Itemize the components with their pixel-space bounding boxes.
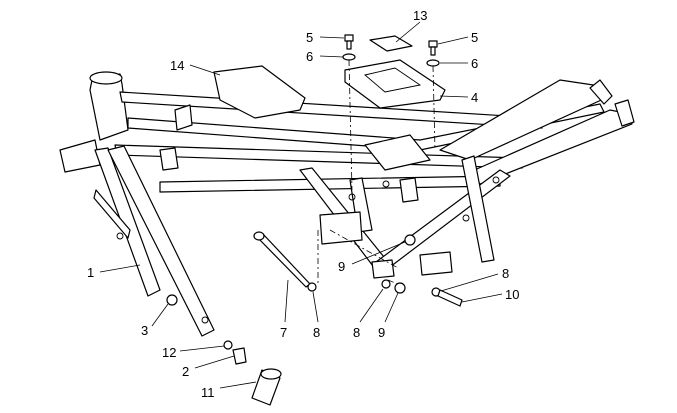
callout-9-low: 9 [378, 325, 385, 340]
callout-3: 3 [141, 323, 148, 338]
callout-14: 14 [170, 58, 184, 73]
callout-10: 10 [505, 287, 519, 302]
part-10-bolt [437, 289, 463, 307]
part-2-bolt [232, 347, 247, 365]
callout-9-mid: 9 [338, 259, 345, 274]
callout-7: 7 [280, 325, 287, 340]
callout-8-right: 8 [502, 266, 509, 281]
callout-6-left: 6 [306, 49, 313, 64]
callout-8-b: 8 [353, 325, 360, 340]
part-4-bracket [344, 59, 446, 109]
callout-4: 4 [471, 90, 478, 105]
callout-5-right: 5 [471, 30, 478, 45]
part-14-cover [213, 65, 306, 119]
part-7-bolt [255, 233, 311, 288]
callout-11: 11 [201, 385, 215, 400]
callout-2: 2 [182, 364, 189, 379]
callout-1: 1 [87, 265, 94, 280]
callout-labels: 13 5 5 6 6 14 4 1 9 8 10 3 7 8 8 9 12 2 … [87, 8, 519, 400]
leader-lines [99, 21, 503, 389]
callout-13: 13 [413, 8, 427, 23]
callout-5-left: 5 [306, 30, 313, 45]
callout-8-a: 8 [313, 325, 320, 340]
callout-6-right: 6 [471, 56, 478, 71]
callout-12: 12 [162, 345, 176, 360]
part-13-pad [369, 35, 413, 52]
part-5-screws [344, 34, 438, 56]
motorcycle-frame [59, 71, 635, 337]
